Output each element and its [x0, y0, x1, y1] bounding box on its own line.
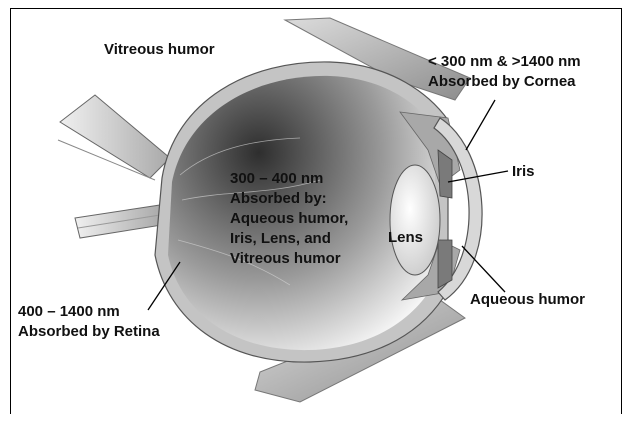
lens-shape [390, 165, 440, 275]
label-retina: 400 – 1400 nm Absorbed by Retina [18, 302, 160, 342]
label-cornea: < 300 nm & >1400 nm Absorbed by Cornea [428, 52, 581, 92]
label-vitreous-humor: Vitreous humor [104, 40, 215, 60]
leader-line-cornea [466, 100, 495, 150]
label-lens: Lens [388, 228, 423, 248]
optic-nerve [58, 95, 170, 238]
label-iris: Iris [512, 162, 535, 182]
label-uv-absorption: 300 – 400 nm Absorbed by: Aqueous humor,… [230, 169, 348, 269]
label-aqueous-humor: Aqueous humor [470, 290, 585, 310]
